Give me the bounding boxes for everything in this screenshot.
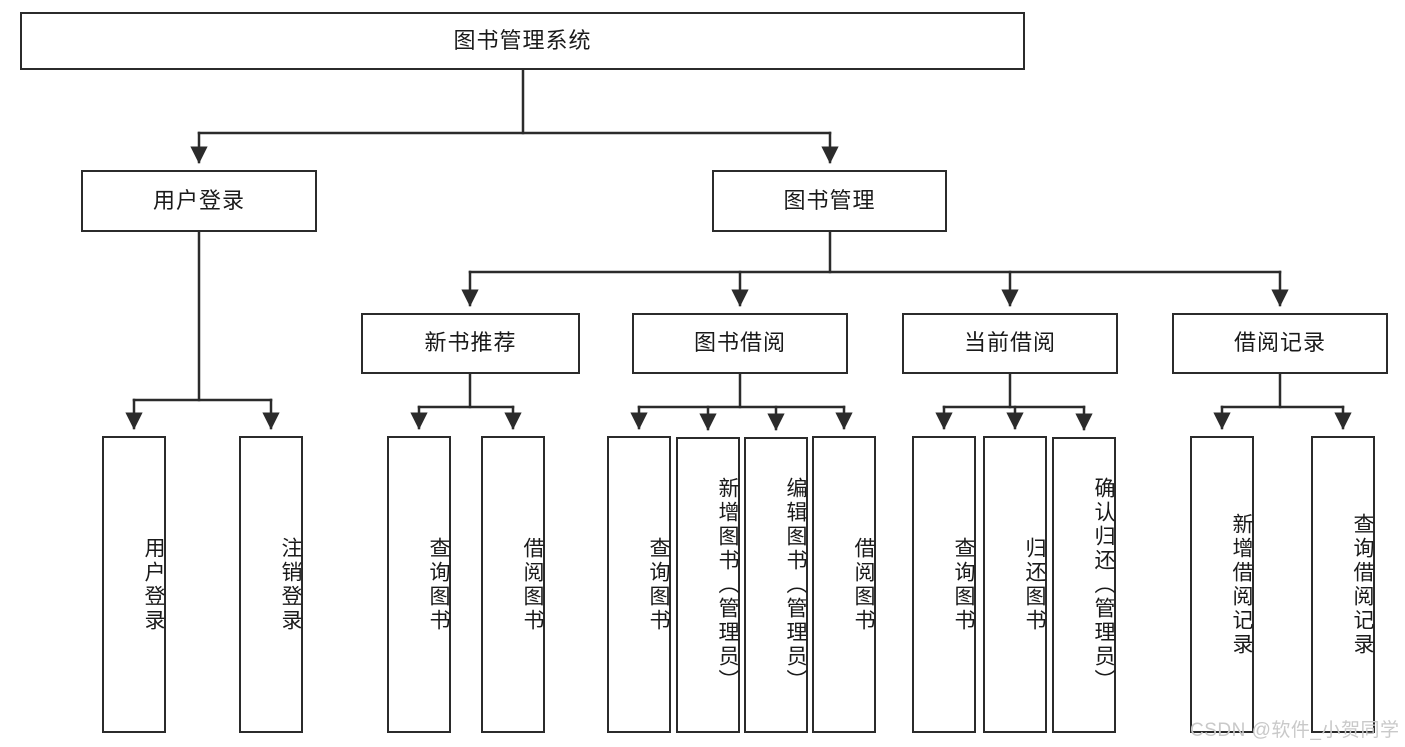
leaf-add-book-admin[interactable]: 新增图书（管理员） bbox=[676, 437, 740, 733]
node-book-borrow-label: 图书借阅 bbox=[693, 330, 786, 356]
node-borrow-records-label: 借阅记录 bbox=[1233, 330, 1326, 356]
leaf-label: 查询图书 bbox=[952, 536, 975, 633]
leaf-query-borrow-record[interactable]: 查询借阅记录 bbox=[1311, 436, 1375, 733]
node-current-borrow[interactable]: 当前借阅 bbox=[902, 313, 1118, 374]
leaf-user-login[interactable]: 用户登录 bbox=[102, 436, 166, 733]
node-root[interactable]: 图书管理系统 bbox=[20, 12, 1025, 70]
leaf-query-books-recommend[interactable]: 查询图书 bbox=[387, 436, 451, 733]
leaf-return-books[interactable]: 归还图书 bbox=[983, 436, 1047, 733]
leaf-logout[interactable]: 注销登录 bbox=[239, 436, 303, 733]
leaf-label: 查询借阅记录 bbox=[1351, 512, 1374, 657]
leaf-label: 新增图书（管理员） bbox=[716, 477, 739, 693]
csdn-watermark: CSDN @软件_小贺同学 bbox=[1190, 720, 1400, 741]
leaf-label: 注销登录 bbox=[279, 536, 302, 633]
leaf-label: 查询图书 bbox=[647, 536, 670, 633]
leaf-query-books-borrow[interactable]: 查询图书 bbox=[607, 436, 671, 733]
leaf-label: 编辑图书（管理员） bbox=[784, 477, 807, 693]
leaf-label: 查询图书 bbox=[427, 536, 450, 633]
node-borrow-records[interactable]: 借阅记录 bbox=[1172, 313, 1388, 374]
leaf-borrow-books-recommend[interactable]: 借阅图书 bbox=[481, 436, 545, 733]
node-current-borrow-label: 当前借阅 bbox=[963, 330, 1056, 356]
leaf-borrow-books[interactable]: 借阅图书 bbox=[812, 436, 876, 733]
leaf-label: 确认归还（管理员） bbox=[1092, 477, 1115, 693]
leaf-label: 借阅图书 bbox=[521, 536, 544, 633]
leaf-query-books-current[interactable]: 查询图书 bbox=[912, 436, 976, 733]
node-new-book-recommend[interactable]: 新书推荐 bbox=[361, 313, 580, 374]
leaf-add-borrow-record[interactable]: 新增借阅记录 bbox=[1190, 436, 1254, 733]
node-user-login[interactable]: 用户登录 bbox=[81, 170, 317, 232]
node-book-management-label: 图书管理 bbox=[783, 187, 876, 213]
node-new-book-recommend-label: 新书推荐 bbox=[424, 330, 517, 356]
leaf-label: 归还图书 bbox=[1023, 536, 1046, 633]
node-root-label: 图书管理系统 bbox=[453, 27, 592, 53]
node-user-login-label: 用户登录 bbox=[152, 187, 245, 213]
leaf-label: 新增借阅记录 bbox=[1230, 512, 1253, 657]
leaf-confirm-return-admin[interactable]: 确认归还（管理员） bbox=[1052, 437, 1116, 733]
node-book-management[interactable]: 图书管理 bbox=[712, 170, 947, 232]
leaf-label: 借阅图书 bbox=[852, 536, 875, 633]
leaf-edit-book-admin[interactable]: 编辑图书（管理员） bbox=[744, 437, 808, 733]
node-book-borrow[interactable]: 图书借阅 bbox=[632, 313, 848, 374]
leaf-label: 用户登录 bbox=[142, 536, 165, 633]
